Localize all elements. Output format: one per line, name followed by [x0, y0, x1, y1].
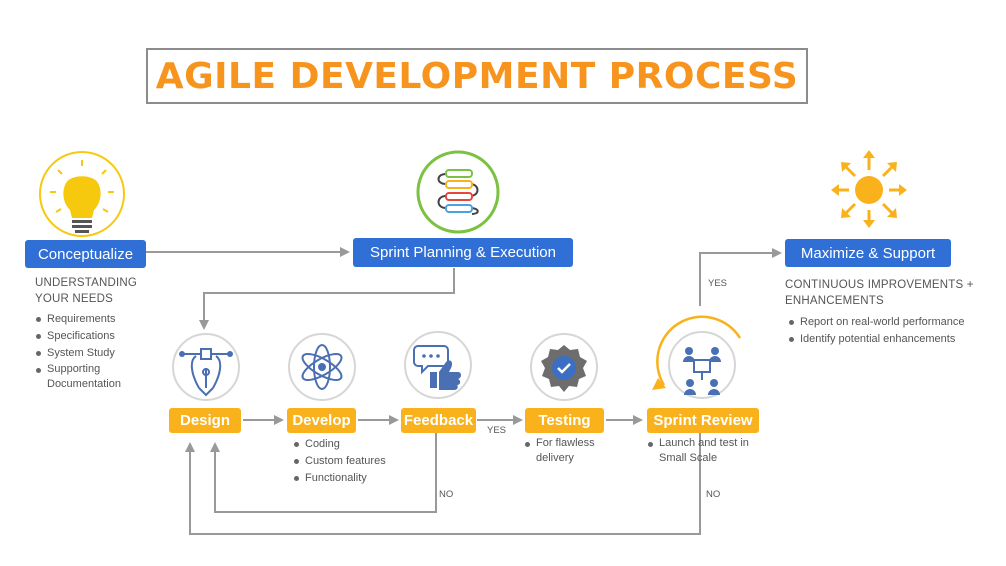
- team-presentation-icon: [652, 315, 742, 399]
- title-banner: AGILE DEVELOPMENT PROCESS: [146, 48, 808, 104]
- design-label: Design: [169, 408, 241, 433]
- feedback-no-note: NO: [439, 489, 454, 500]
- testing-label: Testing: [525, 408, 604, 433]
- sprint-review-list: Launch and test in Small Scale: [647, 436, 757, 466]
- list-item: Report on real-world performance: [788, 314, 1003, 331]
- sun-arrows-icon: [831, 150, 907, 228]
- feedback-label: Feedback: [401, 408, 476, 433]
- lightbulb-icon: [39, 151, 125, 237]
- list-item: Functionality: [293, 470, 403, 487]
- sprint-review-label: Sprint Review: [647, 408, 759, 433]
- arrow-planning-to-design: [199, 268, 455, 330]
- feedback-yes-note: YES: [487, 425, 507, 436]
- sprint-planning-label: Sprint Planning & Execution: [353, 238, 573, 267]
- pen-tool-icon: [172, 333, 240, 401]
- atom-icon: [288, 333, 356, 401]
- list-item: Custom features: [293, 453, 403, 470]
- list-item: Identify potential enhancements: [788, 331, 1003, 348]
- maximize-heading: CONTINUOUS IMPROVEMENTS + ENHANCEMENTS: [785, 279, 974, 307]
- sprint-board-icon: [416, 150, 500, 234]
- conceptualize-list: Requirements Specifications System Study…: [35, 311, 145, 392]
- arrow-review-no-loop: [185, 432, 701, 535]
- develop-label: Develop: [287, 408, 356, 433]
- review-no-note: NO: [706, 489, 721, 500]
- page-title: AGILE DEVELOPMENT PROCESS: [155, 55, 799, 97]
- maximize-list: Report on real-world performance Identif…: [788, 314, 1003, 348]
- list-item: For flawless delivery: [524, 436, 606, 466]
- chat-thumbs-up-icon: [404, 331, 472, 399]
- list-item: Requirements: [35, 311, 145, 328]
- maximize-support-label: Maximize & Support: [785, 239, 951, 267]
- list-item: Supporting Documentation: [35, 362, 145, 392]
- list-item: Coding: [293, 436, 403, 453]
- review-yes-note: YES: [708, 278, 728, 289]
- arrow-review-yes: [699, 248, 782, 306]
- check-badge-icon: [530, 333, 598, 401]
- testing-list: For flawless delivery: [524, 436, 606, 466]
- arrow-feedback-no-loop: [210, 432, 437, 513]
- conceptualize-heading: UNDERSTANDING YOUR NEEDS: [35, 277, 138, 305]
- list-item: System Study: [35, 345, 145, 362]
- develop-list: Coding Custom features Functionality: [293, 436, 403, 487]
- list-item: Launch and test in Small Scale: [647, 436, 757, 466]
- list-item: Specifications: [35, 328, 145, 345]
- conceptualize-label: Conceptualize: [25, 240, 146, 268]
